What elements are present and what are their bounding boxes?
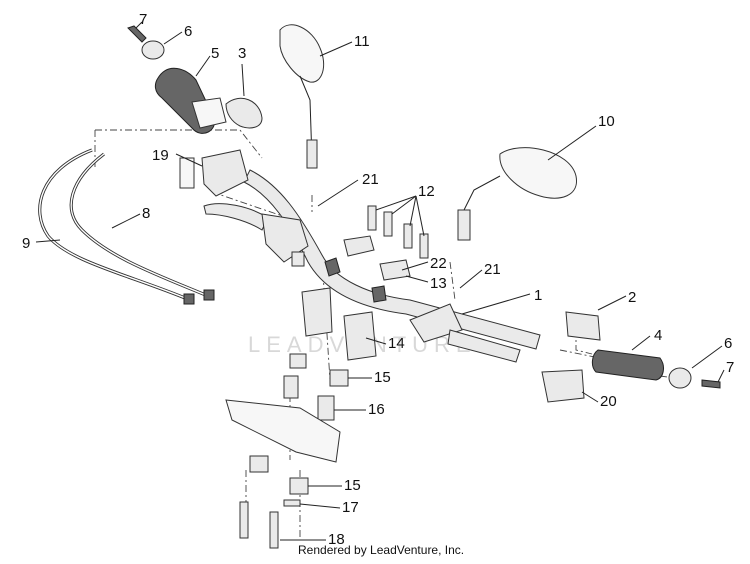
- bushing-upper-a: [289, 353, 307, 369]
- spacer-right: [317, 395, 335, 421]
- throttle-grip: [154, 67, 227, 134]
- callout-6: 6: [184, 23, 192, 40]
- callout-6-right: 6: [724, 335, 732, 352]
- riser-right: [343, 311, 377, 361]
- bar-end-weight-left: [141, 40, 165, 60]
- bolt-left: [239, 501, 249, 539]
- mirror-left: [279, 24, 325, 169]
- clamp-bolts: [367, 205, 429, 259]
- callout-9: 9: [22, 235, 30, 252]
- callout-15-lower: 15: [344, 477, 361, 494]
- grip-right: [591, 349, 664, 381]
- callout-16: 16: [368, 401, 385, 418]
- callout-10: 10: [598, 113, 615, 130]
- callout-1: 1: [534, 287, 542, 304]
- spacer-left: [283, 375, 299, 399]
- callout-18: 18: [328, 531, 345, 548]
- bushing-lower-a: [249, 455, 269, 473]
- callout-11: 11: [354, 33, 370, 50]
- switch-housing-right: [565, 311, 601, 341]
- bar-end-screw-left: [127, 25, 147, 43]
- upper-clamp-b: [379, 259, 411, 281]
- callout-5: 5: [211, 45, 219, 62]
- callout-15-upper: 15: [374, 369, 391, 386]
- switch-housing-left: [179, 149, 249, 197]
- bolt-right: [269, 511, 279, 549]
- leader-lines: [35, 21, 725, 541]
- callout-13: 13: [430, 275, 447, 292]
- callout-7-right: 7: [726, 359, 734, 376]
- callout-19: 19: [152, 147, 169, 164]
- callout-17: 17: [342, 499, 359, 516]
- riser-left: [301, 287, 333, 337]
- bushing-upper-b: [329, 369, 349, 387]
- render-credit: Rendered by LeadVenture, Inc.: [298, 543, 465, 557]
- throttle-housing: [225, 97, 263, 129]
- callout-2: 2: [628, 289, 636, 306]
- callout-21-upper: 21: [362, 171, 379, 188]
- callout-12: 12: [418, 183, 435, 200]
- callout-21-lower: 21: [484, 261, 501, 278]
- callout-8: 8: [142, 205, 150, 222]
- control-cables: [38, 148, 215, 305]
- callout-4: 4: [654, 327, 662, 344]
- lever-assembly-right: [409, 303, 521, 363]
- callout-labels: 7 6 5 3 11 10 19 21 12 8 9 22 13 21 1 2 …: [22, 11, 734, 548]
- callout-7: 7: [139, 11, 147, 28]
- callout-3: 3: [238, 45, 246, 62]
- triple-clamp: [225, 399, 341, 463]
- mirror-right: [457, 147, 577, 241]
- switch-bracket-right: [541, 369, 585, 403]
- upper-clamp-a: [343, 235, 375, 257]
- bushing-lower-b: [289, 477, 309, 495]
- callout-14: 14: [388, 335, 405, 352]
- bar-end-screw-right: [701, 379, 721, 389]
- callout-20: 20: [600, 393, 617, 410]
- master-cylinder-left: [203, 203, 309, 267]
- callout-22: 22: [430, 255, 447, 272]
- bar-end-weight-right: [668, 367, 692, 389]
- washer: [283, 499, 301, 507]
